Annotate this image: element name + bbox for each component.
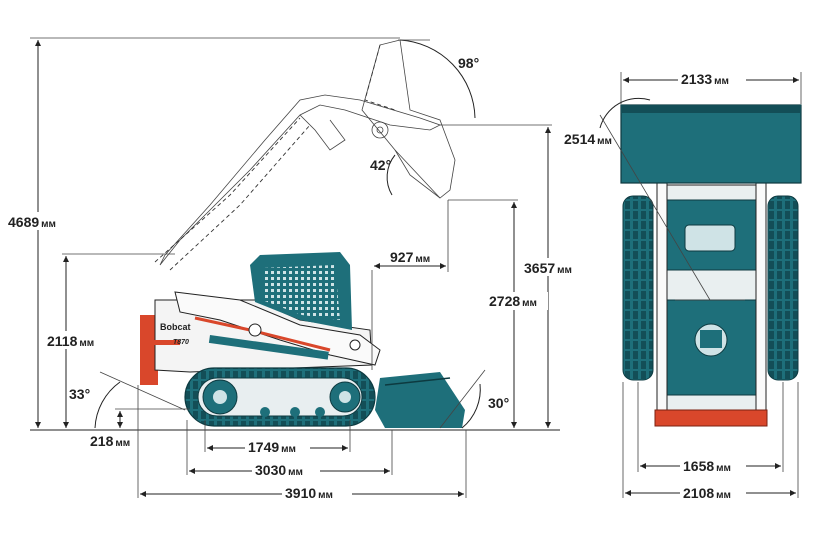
brand-label: Bobcat: [160, 322, 191, 332]
bucket-top: [620, 104, 802, 184]
angle-approach: 30°: [488, 395, 509, 411]
left-track: [622, 195, 654, 381]
rear-bumper: [654, 409, 768, 427]
rear-panel: [140, 315, 158, 385]
side-view: Bobcat T870: [30, 39, 560, 431]
raised-lift-arm: [154, 39, 456, 271]
model-label: T870: [173, 339, 189, 346]
angle-departure: 33°: [69, 386, 90, 402]
cab-cage: [262, 265, 340, 320]
right-track: [767, 195, 799, 381]
angle-rollback: 98°: [458, 55, 479, 71]
machine-body: Bobcat T870: [140, 252, 465, 428]
lowered-bucket: [375, 372, 465, 428]
angle-dump: 42°: [370, 157, 391, 173]
top-view: [599, 104, 802, 427]
